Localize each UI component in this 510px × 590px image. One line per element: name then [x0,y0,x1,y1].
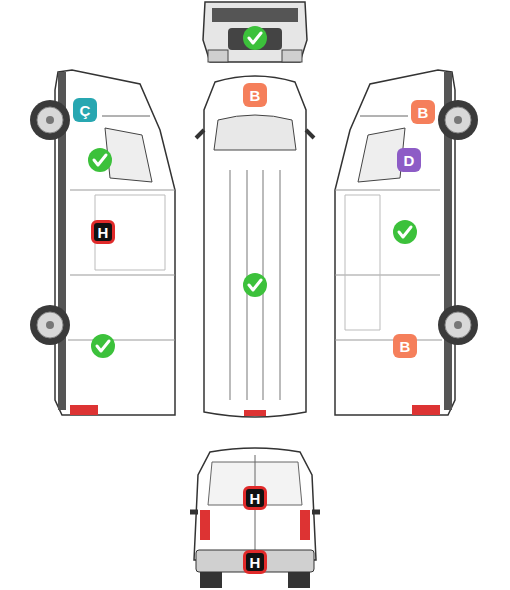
badge-letter: D [404,153,415,168]
damage-badge: B [393,334,417,358]
damage-badge: H [243,486,267,510]
badge-letter: Ç [80,103,91,118]
damage-badge: B [411,100,435,124]
damage-badge: H [243,550,267,574]
damage-badge: H [91,220,115,244]
damage-badge: D [397,148,421,172]
damage-badge: B [243,83,267,107]
right-side-view [335,70,478,415]
badge-letter: H [250,491,261,506]
badge-letter: B [400,339,411,354]
ok-marks [88,26,417,358]
front-view [203,2,307,62]
left-side-view [30,70,175,415]
badge-letter: B [418,105,429,120]
top-view [196,76,314,417]
rear-view [190,448,320,588]
badge-letter: H [98,225,109,240]
badge-letter: H [250,555,261,570]
damage-badge: Ç [73,98,97,122]
badge-letter: B [250,88,261,103]
